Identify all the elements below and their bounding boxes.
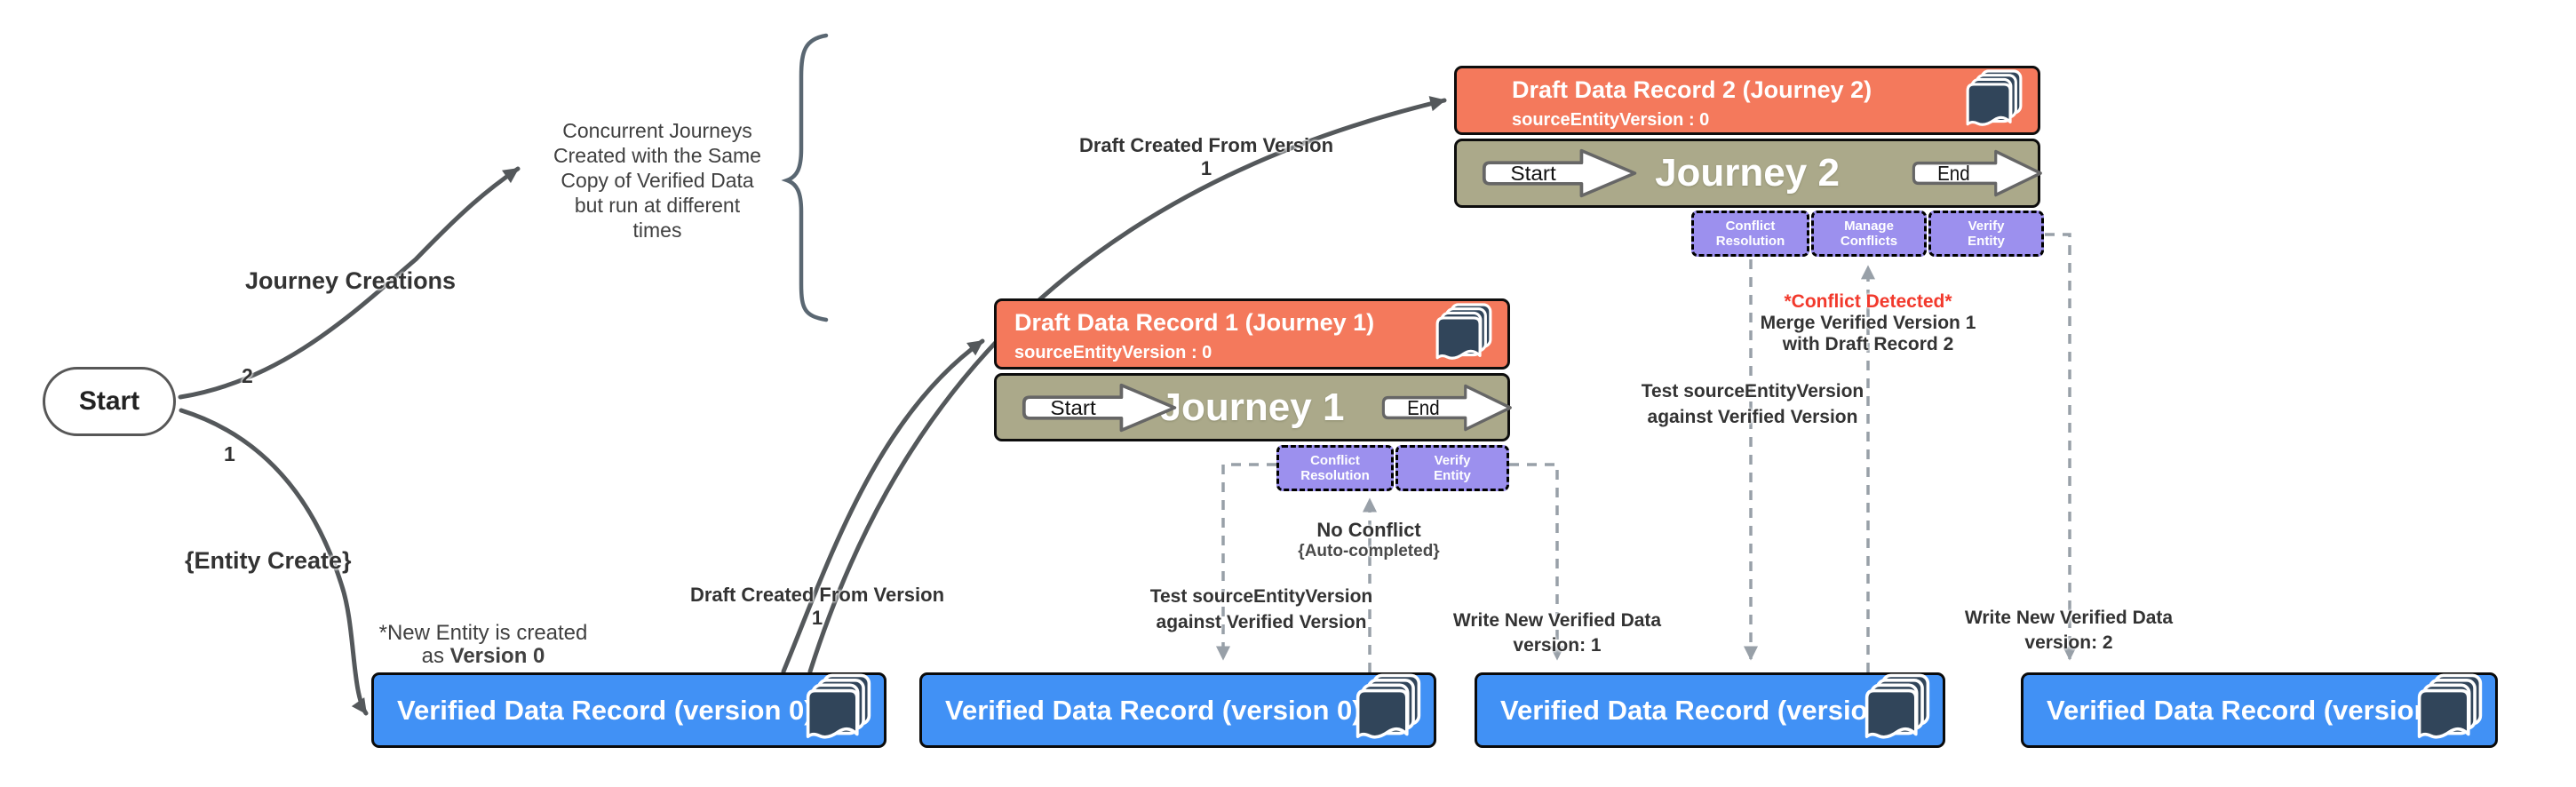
verified-record-v0-b[interactable]: Verified Data Record (version 0)	[919, 672, 1436, 748]
journey-1-name: Journey 1	[1159, 385, 1345, 429]
verified-record-v2[interactable]: Verified Data Record (version 2)	[2021, 672, 2498, 748]
journey-2-name: Journey 2	[1655, 151, 1840, 195]
no-conflict-label: No Conflict {Auto-completed}	[1298, 519, 1440, 561]
conflict-detected-label: *Conflict Detected* Merge Verified Versi…	[1760, 291, 1976, 354]
draft-record-1[interactable]: Draft Data Record 1 (Journey 1) sourceEn…	[994, 298, 1510, 370]
verified-record-title: Verified Data Record (version 2)	[2047, 694, 2463, 726]
test-source-version-j2-label: Test sourceEntityVersion against Verifie…	[1641, 381, 1864, 427]
svg-text:Start: Start	[1510, 163, 1556, 187]
test-source-version-j1-label: Test sourceEntityVersion against Verifie…	[1149, 586, 1373, 632]
write-version2-label: Write New Verified Data version: 2	[1964, 608, 2174, 653]
journey-2-bar[interactable]: Start Journey 2 End	[1454, 139, 2040, 208]
journey-2-start-arrow[interactable]: Start	[1482, 147, 1640, 199]
document-stack-icon	[1435, 302, 1493, 366]
journey-1-bar[interactable]: Start Journey 1 End	[994, 373, 1510, 441]
edge-write-v1	[1509, 463, 1565, 661]
write-version1-label: Write New Verified Data version: 1	[1452, 610, 1662, 656]
edge-label-1: 1	[224, 442, 235, 465]
entity-create-label: {Entity Create}	[185, 547, 352, 574]
verified-record-title: Verified Data Record (version 1)	[1500, 694, 1917, 726]
draft-record-2-meta: sourceEntityVersion : 0	[1512, 110, 1710, 130]
edge-start-to-verified0	[179, 408, 369, 716]
document-stack-icon	[1864, 673, 1931, 744]
edge-test-j1	[1215, 463, 1276, 661]
journey-creations-label: Journey Creations	[245, 267, 457, 294]
draft-from-v1-upper-label: Draft Created From Version 1	[1078, 134, 1334, 179]
document-stack-icon	[1965, 68, 2023, 132]
svg-text:End: End	[1407, 395, 1440, 418]
svg-text:End: End	[1937, 162, 1970, 185]
draft-record-1-meta: sourceEntityVersion : 0	[1014, 343, 1212, 362]
concurrent-journeys-note: Concurrent Journeys Created with the Sam…	[553, 119, 761, 242]
journey-1-start-arrow[interactable]: Start	[1022, 382, 1180, 433]
draft-from-v1-lower-label: Draft Created From Version 1	[689, 584, 945, 629]
document-stack-icon	[1355, 673, 1422, 744]
verified-record-title: Verified Data Record (version 0)	[945, 694, 1362, 726]
verified-record-title: Verified Data Record (version 0)	[397, 694, 814, 726]
brace	[781, 33, 829, 322]
svg-text:Start: Start	[1050, 396, 1096, 420]
edge-verified0-to-draft1	[781, 338, 985, 674]
document-stack-icon	[805, 673, 872, 744]
edge-label-2: 2	[242, 364, 253, 387]
start-node[interactable]: Start	[43, 367, 176, 436]
edge-start-to-journeys	[178, 166, 521, 400]
draft-record-1-title: Draft Data Record 1 (Journey 1)	[1014, 309, 1375, 336]
document-stack-icon	[2416, 673, 2484, 744]
verified-record-v1[interactable]: Verified Data Record (version 1)	[1475, 672, 1945, 748]
draft-record-2-title: Draft Data Record 2 (Journey 2)	[1512, 76, 1872, 103]
new-entity-note: *New Entity is created as Version 0	[378, 621, 588, 668]
journey-2-end-arrow[interactable]: End	[1912, 148, 2045, 198]
edge-write-v2	[2045, 233, 2078, 661]
journey-1-end-arrow[interactable]: End	[1381, 383, 1515, 433]
draft-record-2[interactable]: Draft Data Record 2 (Journey 2) sourceEn…	[1454, 66, 2040, 135]
verified-record-v0-a[interactable]: Verified Data Record (version 0)	[371, 672, 886, 748]
